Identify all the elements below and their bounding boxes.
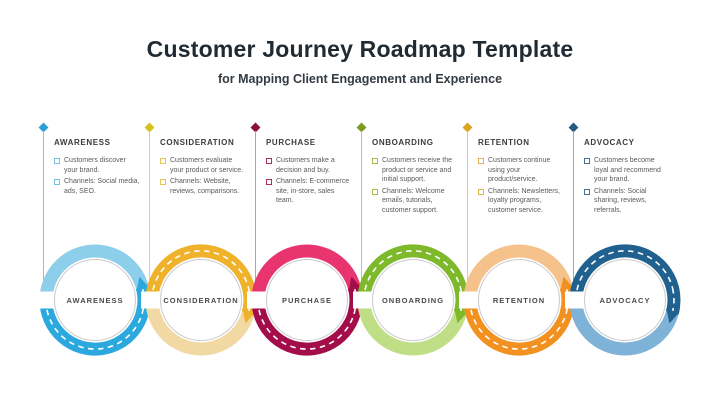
stage-heading: PURCHASE xyxy=(266,138,316,147)
checkbox-icon xyxy=(372,158,378,164)
stage-column-onboarding: ONBOARDING Customers receive the product… xyxy=(353,120,473,404)
arrow-down-icon xyxy=(666,309,680,324)
stage-heading: ADVOCACY xyxy=(584,138,635,147)
bullet-item: Customers make a decision and buy. xyxy=(266,156,352,175)
bullet-list: Customers receive the product or service… xyxy=(372,156,458,217)
bullet-item: Channels: Welcome emails, tutorials, cus… xyxy=(372,187,458,216)
bullet-text: Customers evaluate your product or servi… xyxy=(170,157,244,174)
stage-heading: CONSIDERATION xyxy=(160,138,235,147)
arrow-down-icon xyxy=(454,309,468,324)
ring-inner-circle xyxy=(266,259,348,341)
journey-ring: AWARENESS xyxy=(35,244,155,356)
bullet-item: Channels: Social media, ads, SEO. xyxy=(54,177,140,196)
arrow-down-icon xyxy=(242,309,256,324)
checkbox-icon xyxy=(266,179,272,185)
stage-line xyxy=(149,131,150,300)
journey-ring: ONBOARDING xyxy=(353,244,473,356)
ring-inner-circle xyxy=(372,259,454,341)
ring-inner-circle xyxy=(584,259,666,341)
bullet-item: Channels: Newsletters, loyalty programs,… xyxy=(478,187,564,216)
bullet-list: Customers evaluate your product or servi… xyxy=(160,156,246,198)
ring-label: RETENTION xyxy=(493,296,545,305)
bullet-text: Channels: Welcome emails, tutorials, cus… xyxy=(382,187,445,214)
bullet-item: Customers discover your brand. xyxy=(54,156,140,175)
stage-line xyxy=(255,131,256,300)
journey-ring: ADVOCACY xyxy=(565,244,685,356)
stage-heading: AWARENESS xyxy=(54,138,111,147)
stage-heading: ONBOARDING xyxy=(372,138,434,147)
bullet-list: Customers continue using your product/se… xyxy=(478,156,564,217)
bullet-list: Customers make a decision and buy. Chann… xyxy=(266,156,352,208)
bullet-item: Customers continue using your product/se… xyxy=(478,156,564,185)
page-subtitle: for Mapping Client Engagement and Experi… xyxy=(217,72,503,86)
bullet-text: Customers become loyal and recommend you… xyxy=(594,157,661,183)
bullet-item: Channels: Website, reviews, comparisons. xyxy=(160,177,246,196)
bullet-item: Customers become loyal and recommend you… xyxy=(584,156,670,185)
arrow-up-icon xyxy=(136,276,150,291)
ring-label: AWARENESS xyxy=(67,296,124,305)
checkbox-icon xyxy=(478,188,484,195)
ring-inner-circle xyxy=(160,259,242,341)
checkbox-icon xyxy=(584,188,590,195)
journey-ring: CONSIDERATION xyxy=(141,244,261,356)
ring-label: ADVOCACY xyxy=(600,296,651,305)
bullet-item: Customers receive the product or service… xyxy=(372,156,458,185)
stage-column-advocacy: ADVOCACY Customers become loyal and reco… xyxy=(565,120,685,404)
bullet-text: Channels: Social sharing, reviews, refer… xyxy=(594,187,647,214)
checkbox-icon xyxy=(54,158,60,164)
bullet-item: Channels: E-commerce site, in-store, sal… xyxy=(266,177,352,206)
stage-line xyxy=(43,131,44,300)
bullet-text: Channels: Social media, ads, SEO. xyxy=(64,178,140,195)
bullet-text: Channels: E-commerce site, in-store, sal… xyxy=(276,178,350,204)
bullet-list: Customers become loyal and recommend you… xyxy=(584,156,670,217)
ring-label: CONSIDERATION xyxy=(163,296,238,305)
ring-inner-circle xyxy=(54,259,136,341)
ring-inner-circle xyxy=(478,259,560,341)
bullet-text: Channels: Website, reviews, comparisons. xyxy=(170,178,240,195)
journey-ring: PURCHASE xyxy=(247,244,367,356)
arrow-up-icon xyxy=(348,276,362,291)
checkbox-icon xyxy=(160,158,166,164)
bullet-text: Customers discover your brand. xyxy=(64,157,126,174)
stage-column-consideration: CONSIDERATION Customers evaluate your pr… xyxy=(141,120,261,404)
checkbox-icon xyxy=(584,158,590,164)
journey-ring: RETENTION xyxy=(459,244,579,356)
stage-column-retention: RETENTION Customers continue using your … xyxy=(459,120,579,404)
bullet-item: Customers evaluate your product or servi… xyxy=(160,156,246,175)
bullet-text: Customers receive the product or service… xyxy=(382,157,453,183)
checkbox-icon xyxy=(160,179,166,185)
bullet-list: Customers discover your brand. Channels:… xyxy=(54,156,140,198)
checkbox-icon xyxy=(478,158,484,164)
stage-line xyxy=(361,131,362,300)
bullet-text: Channels: Newsletters, loyalty programs,… xyxy=(488,187,560,214)
checkbox-icon xyxy=(266,158,272,164)
bullet-item: Channels: Social sharing, reviews, refer… xyxy=(584,187,670,216)
ring-label: ONBOARDING xyxy=(382,296,444,305)
stage-heading: RETENTION xyxy=(478,138,530,147)
ring-label: PURCHASE xyxy=(282,296,332,305)
bullet-text: Customers make a decision and buy. xyxy=(276,157,335,174)
arrow-up-icon xyxy=(560,276,574,291)
stage-line xyxy=(573,131,574,300)
checkbox-icon xyxy=(372,188,378,195)
stage-line xyxy=(467,131,468,300)
stage-column-awareness: AWARENESS Customers discover your brand.… xyxy=(35,120,155,404)
stage-column-purchase: PURCHASE Customers make a decision and b… xyxy=(247,120,367,404)
page-title: Customer Journey Roadmap Template xyxy=(146,36,574,62)
bullet-text: Customers continue using your product/se… xyxy=(488,157,551,183)
checkbox-icon xyxy=(54,179,60,185)
